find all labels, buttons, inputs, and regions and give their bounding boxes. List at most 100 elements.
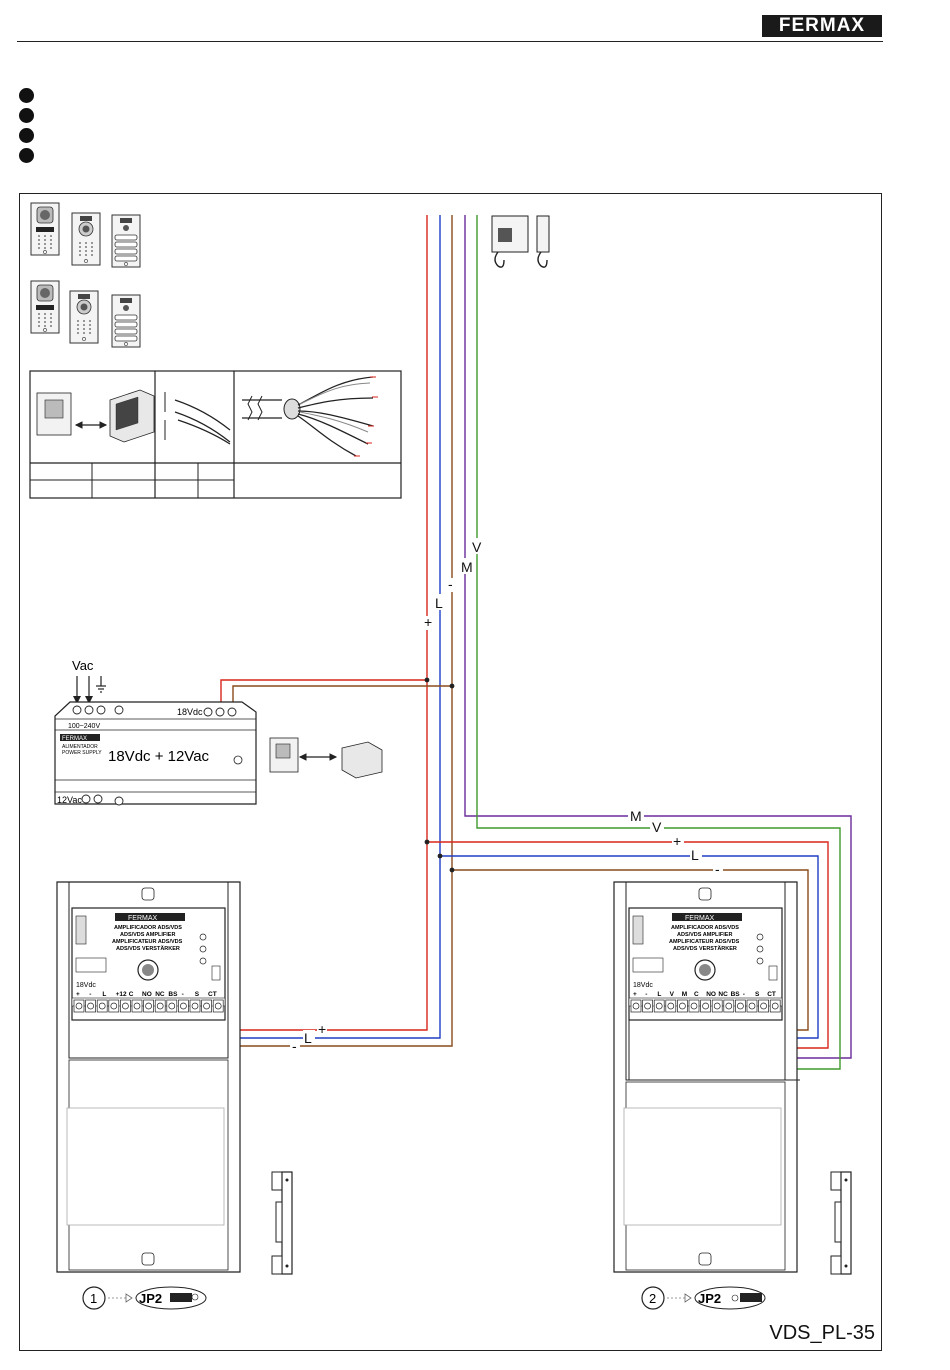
terminal-screw-head	[214, 1002, 222, 1010]
terminal-screw-head	[168, 1002, 176, 1010]
terminal-screw-head	[98, 1002, 106, 1010]
terminal-label: -	[645, 991, 647, 998]
language-bullet	[19, 148, 34, 163]
terminal-screw-head	[180, 1002, 187, 1010]
amplifier-brand: FERMAX	[128, 915, 158, 922]
lock-strike-2	[830, 1171, 852, 1275]
wire-label-minus: -	[448, 576, 453, 592]
cable-spec-table	[29, 370, 402, 499]
keypad-panel-thumb	[30, 202, 60, 256]
panel-number: 2	[649, 1291, 656, 1306]
terminal-screw-head	[725, 1002, 733, 1010]
camera-panel-thumb	[71, 212, 101, 266]
terminal-screw-head	[191, 1002, 199, 1010]
fermax-logo: FERMAX	[762, 15, 882, 37]
terminal-label: V	[670, 991, 675, 998]
panel-number: 1	[90, 1291, 97, 1306]
terminal-label: S	[755, 991, 760, 998]
wire-label-L: L	[304, 1030, 312, 1046]
amplifier-title-de: ADS/VDS VERSTÄRKER	[673, 945, 737, 952]
terminal-screw-head	[110, 1002, 118, 1010]
terminal-screw-head	[156, 1002, 164, 1010]
language-bullet	[19, 108, 34, 123]
jumper-callout-1: 1 JP2	[82, 1286, 207, 1310]
terminal-screw-head	[760, 1002, 767, 1010]
psu-model-es: ALIMENTADOR	[62, 744, 98, 750]
terminal-screw-head	[679, 1002, 686, 1010]
terminal-label: NO	[706, 991, 716, 998]
jumper-label: JP2	[139, 1291, 162, 1306]
terminal-label: L	[657, 991, 661, 998]
language-bullet	[19, 88, 34, 103]
amplifier-brand: FERMAX	[685, 915, 715, 922]
lock-strike-1	[271, 1171, 293, 1275]
terminal-label: +12	[116, 991, 127, 998]
terminal-label: BS	[168, 991, 178, 998]
button-panel-thumb	[111, 214, 141, 268]
psu-model-en: POWER SUPPLY	[62, 750, 102, 756]
terminal-label: L	[102, 991, 106, 998]
terminal-screw-head	[690, 1002, 698, 1010]
terminal-screw-head	[133, 1002, 141, 1010]
terminal-label: -	[743, 991, 745, 998]
terminal-screw-head	[667, 1002, 675, 1010]
language-bullet	[19, 128, 34, 143]
wire-label-plus: +	[673, 833, 681, 849]
terminal-label: NC	[155, 991, 165, 998]
amplifier-title-fr: AMPLIFICATEUR ADS/VDS	[112, 939, 183, 945]
wire-label-L: L	[691, 847, 699, 863]
terminal-label: CT	[767, 991, 776, 998]
terminal-screw-head	[771, 1002, 779, 1010]
amplifier-title-en: ADS/VDS AMPLIFIER	[120, 932, 175, 938]
amp-supply-label: 18Vdc	[633, 982, 653, 989]
terminal-label: M	[682, 991, 687, 998]
wire-label-minus: -	[715, 861, 720, 877]
terminal-screw-head	[632, 1002, 640, 1010]
power-supply-unit: Vac 18Vdc 100~240V FERMAX ALIMENTADO	[54, 658, 257, 806]
terminal-label: +	[633, 991, 637, 998]
psu-distance-inset	[269, 737, 383, 779]
terminal-screw-head	[75, 1002, 83, 1010]
terminal-screw-head	[203, 1002, 210, 1010]
voltage-range-label: 100~240V	[68, 723, 100, 730]
terminal-label: NO	[142, 991, 152, 998]
wire-label-M: M	[461, 559, 473, 575]
terminal-screw-head	[644, 1002, 651, 1010]
wire-label-V: V	[472, 539, 482, 555]
amplifier-title-de: ADS/VDS VERSTÄRKER	[116, 945, 180, 952]
monitor-icon	[491, 215, 550, 268]
terminal-screw-head	[122, 1002, 129, 1010]
terminal-screw-head	[748, 1002, 756, 1010]
camera-panel-thumb	[69, 290, 99, 344]
ac-output-label: 12Vac	[57, 795, 82, 805]
terminal-label: CT	[208, 991, 217, 998]
terminal-screw-head	[713, 1002, 721, 1010]
amplifier-title-en: ADS/VDS AMPLIFIER	[677, 932, 732, 938]
wire-label-plus: +	[318, 1021, 326, 1037]
amplifier-title-es: AMPLIFICADOR ADS/VDS	[671, 925, 739, 931]
wire-label-V: V	[652, 819, 662, 835]
button-panel-thumb	[111, 294, 141, 348]
vac-label: Vac	[72, 658, 94, 673]
keypad-panel-thumb	[30, 280, 60, 334]
amplifier-title-es: AMPLIFICADOR ADS/VDS	[114, 925, 182, 931]
terminal-screw-head	[655, 1002, 663, 1010]
psu-brand: FERMAX	[62, 736, 87, 742]
header-rule	[17, 41, 883, 42]
wire-label-L: L	[435, 595, 443, 611]
jumper-callout-2: 2 JP2	[641, 1286, 766, 1310]
jumper-label: JP2	[698, 1291, 721, 1306]
terminal-label: C	[129, 991, 134, 998]
terminal-screw-head	[737, 1002, 744, 1010]
terminal-label: +	[76, 991, 80, 998]
wire-label-M: M	[630, 808, 642, 824]
terminal-label: BS	[731, 991, 741, 998]
amp-supply-label: 18Vdc	[76, 982, 96, 989]
psu-output-rating: 18Vdc + 12Vac	[108, 748, 210, 765]
terminal-label: -	[182, 991, 184, 998]
diagram-frame	[19, 193, 882, 1351]
amplifier-panel-1: FERMAX AMPLIFICADOR ADS/VDS ADS/VDS AMPL…	[56, 881, 241, 1273]
terminal-label: NC	[718, 991, 728, 998]
